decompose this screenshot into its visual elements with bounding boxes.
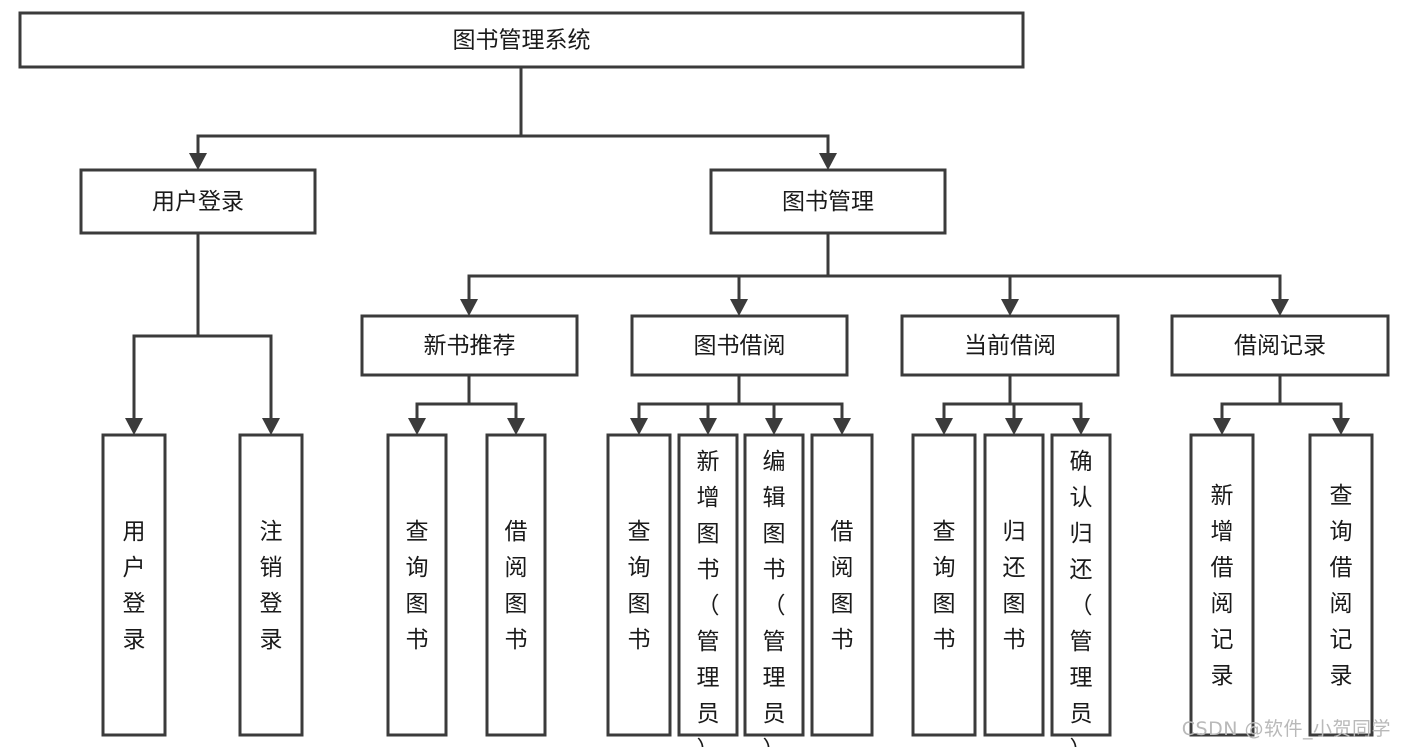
arrow-head-icon	[833, 418, 851, 435]
node-label-leaf-borrow-book-2: 借阅图书	[831, 519, 854, 653]
node-label-leaf-query-book-3: 查询图书	[933, 519, 956, 653]
connector-root-to-level2	[189, 65, 837, 170]
node-label-new-book-recommend: 新书推荐	[424, 333, 516, 359]
node-label-leaf-user-login: 用户登录	[123, 519, 146, 653]
node-user-login[interactable]: 用户登录	[79, 168, 317, 235]
node-leaf-confirm-return-admin[interactable]: 确认归还（管理员）	[1050, 433, 1112, 747]
arrow-head-icon	[1072, 418, 1090, 435]
arrow-head-icon	[125, 418, 143, 435]
node-box-leaf-query-book-1	[386, 433, 448, 737]
arrow-head-icon	[189, 153, 207, 170]
connector-recommend-to-leaves	[408, 373, 525, 435]
node-box-leaf-query-borrow-record	[1308, 433, 1374, 737]
node-leaf-add-book-admin[interactable]: 新增图书（管理员）	[677, 433, 739, 747]
node-label-borrow-record: 借阅记录	[1234, 333, 1326, 359]
node-label-leaf-query-borrow-record: 查询借阅记录	[1330, 483, 1353, 689]
connector-current-to-leaves	[935, 373, 1090, 435]
node-leaf-add-borrow-record[interactable]: 新增借阅记录	[1189, 433, 1255, 737]
node-label-leaf-logout-login: 注销登录	[260, 519, 283, 653]
arrow-head-icon	[1001, 299, 1019, 316]
node-leaf-user-login[interactable]: 用户登录	[101, 433, 167, 737]
arrow-head-icon	[408, 418, 426, 435]
node-label-leaf-add-book-admin: 新增图书（管理员）	[697, 449, 720, 747]
node-box-leaf-add-book-admin	[677, 433, 739, 737]
node-borrow-record[interactable]: 借阅记录	[1170, 314, 1390, 377]
arrow-head-icon	[1271, 299, 1289, 316]
node-leaf-return-book[interactable]: 归还图书	[983, 433, 1045, 737]
arrow-head-icon	[1213, 418, 1231, 435]
arrow-head-icon	[262, 418, 280, 435]
node-box-borrow-record	[1170, 314, 1390, 377]
node-leaf-query-borrow-record[interactable]: 查询借阅记录	[1308, 433, 1374, 737]
node-leaf-borrow-book-2[interactable]: 借阅图书	[810, 433, 874, 737]
node-leaf-query-book-1[interactable]: 查询图书	[386, 433, 448, 737]
node-box-leaf-user-login	[101, 433, 167, 737]
node-box-leaf-borrow-book-2	[810, 433, 874, 737]
arrow-head-icon	[819, 153, 837, 170]
node-label-root: 图书管理系统	[453, 28, 591, 54]
arrow-head-icon	[765, 418, 783, 435]
node-root[interactable]: 图书管理系统	[18, 11, 1025, 69]
node-box-leaf-add-borrow-record	[1189, 433, 1255, 737]
connector-book-manage-to-level3	[460, 231, 1289, 316]
node-label-book-manage: 图书管理	[782, 189, 874, 215]
node-new-book-recommend[interactable]: 新书推荐	[360, 314, 579, 377]
node-box-user-login	[79, 168, 317, 235]
node-box-new-book-recommend	[360, 314, 579, 377]
node-label-current-borrow: 当前借阅	[964, 333, 1056, 359]
node-book-borrow[interactable]: 图书借阅	[630, 314, 849, 377]
node-label-leaf-query-book-1: 查询图书	[406, 519, 429, 653]
node-label-book-borrow: 图书借阅	[694, 333, 786, 359]
arrow-head-icon	[730, 299, 748, 316]
node-box-leaf-query-book-3	[911, 433, 977, 737]
node-current-borrow[interactable]: 当前借阅	[900, 314, 1120, 377]
arrow-head-icon	[460, 299, 478, 316]
node-box-leaf-logout-login	[238, 433, 304, 737]
node-box-current-borrow	[900, 314, 1120, 377]
connector-borrow-to-leaves	[630, 373, 851, 435]
arrow-head-icon	[935, 418, 953, 435]
node-box-leaf-borrow-book-1	[485, 433, 547, 737]
node-leaf-logout-login[interactable]: 注销登录	[238, 433, 304, 737]
node-label-leaf-add-borrow-record: 新增借阅记录	[1211, 483, 1234, 689]
arrow-head-icon	[507, 418, 525, 435]
node-box-leaf-edit-book-admin	[743, 433, 805, 737]
node-box-book-manage	[709, 168, 947, 235]
arrow-head-icon	[1005, 418, 1023, 435]
arrow-head-icon	[630, 418, 648, 435]
node-label-user-login: 用户登录	[152, 189, 244, 215]
arrow-head-icon	[1332, 418, 1350, 435]
arrow-head-icon	[699, 418, 717, 435]
node-leaf-query-book-2[interactable]: 查询图书	[606, 433, 672, 737]
node-label-leaf-borrow-book-1: 借阅图书	[505, 519, 528, 653]
node-box-leaf-return-book	[983, 433, 1045, 737]
node-leaf-borrow-book-1[interactable]: 借阅图书	[485, 433, 547, 737]
node-leaf-edit-book-admin[interactable]: 编辑图书（管理员）	[743, 433, 805, 747]
node-box-leaf-query-book-2	[606, 433, 672, 737]
node-label-leaf-return-book: 归还图书	[1003, 519, 1026, 653]
node-book-manage[interactable]: 图书管理	[709, 168, 947, 235]
node-box-book-borrow	[630, 314, 849, 377]
node-label-leaf-query-book-2: 查询图书	[628, 519, 651, 653]
connector-user-login-to-leaves	[125, 231, 280, 435]
node-box-root	[18, 11, 1025, 69]
connector-record-to-leaves	[1213, 373, 1350, 435]
node-label-leaf-edit-book-admin: 编辑图书（管理员）	[763, 449, 786, 747]
node-label-leaf-confirm-return-admin: 确认归还（管理员）	[1070, 449, 1093, 747]
node-leaf-query-book-3[interactable]: 查询图书	[911, 433, 977, 737]
node-box-leaf-confirm-return-admin	[1050, 433, 1112, 737]
